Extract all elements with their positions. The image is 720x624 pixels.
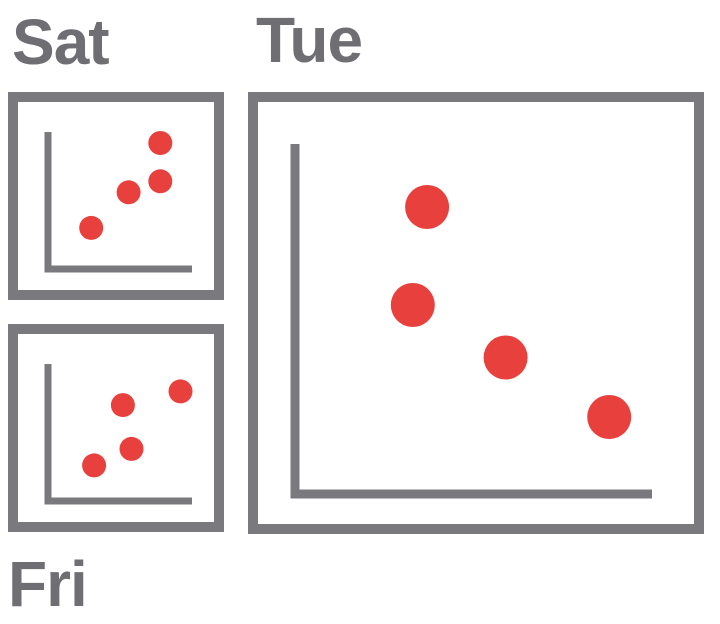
data-point-sat-2 xyxy=(148,169,173,194)
chart-title-sat: Sat xyxy=(12,6,110,78)
scatter-plot-tue xyxy=(290,144,652,499)
scatter-plot-fri xyxy=(44,364,193,505)
data-point-fri-1 xyxy=(119,436,144,461)
data-point-tue-3 xyxy=(587,395,632,439)
chart-panel-sat xyxy=(8,92,224,300)
data-point-tue-1 xyxy=(390,283,435,327)
chart-title-tue: Tue xyxy=(256,4,363,76)
data-point-fri-3 xyxy=(168,379,193,404)
data-point-tue-2 xyxy=(483,335,528,380)
data-point-tue-0 xyxy=(405,185,450,229)
chart-title-fri: Fri xyxy=(8,548,88,620)
data-point-fri-0 xyxy=(82,453,107,478)
chart-panel-tue xyxy=(248,92,704,534)
data-point-sat-3 xyxy=(148,131,173,155)
chart-panel-fri xyxy=(8,324,224,532)
scatter-plot-sat xyxy=(44,131,192,273)
data-point-sat-1 xyxy=(116,180,141,205)
data-point-fri-2 xyxy=(110,393,135,418)
data-point-sat-0 xyxy=(79,215,104,240)
